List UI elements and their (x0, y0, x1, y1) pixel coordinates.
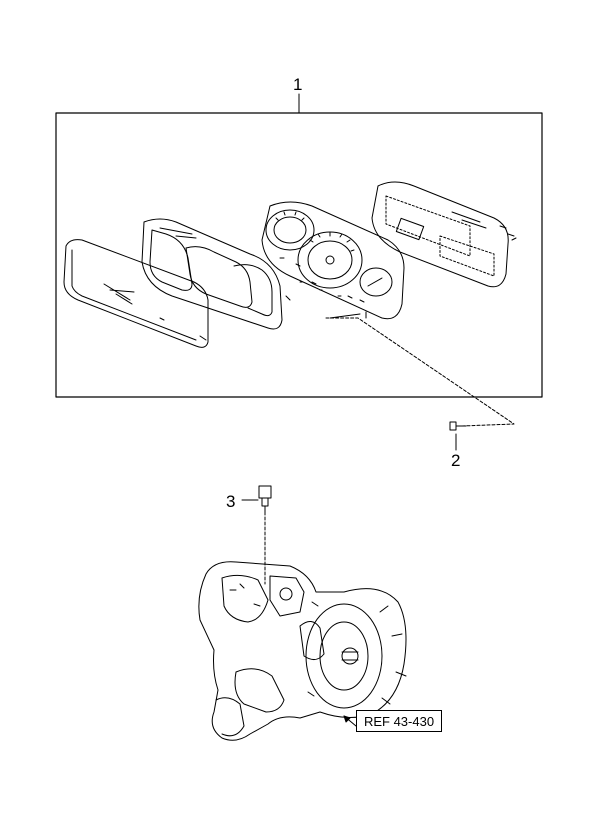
callout-2: 2 (451, 451, 461, 470)
ref-arrow-icon (343, 715, 351, 723)
callout-3: 3 (226, 492, 236, 511)
cluster-dial-face (261, 201, 405, 320)
speed-sensor-part (258, 485, 272, 513)
fuel-gauge (359, 267, 393, 297)
reference-label[interactable]: REF 43-430 (356, 710, 442, 732)
cluster-lens (63, 239, 209, 348)
tachometer-gauge (265, 209, 315, 251)
screw-leader (325, 317, 515, 427)
screw-part (449, 421, 467, 431)
cluster-housing (371, 181, 517, 288)
assembly-frame (55, 112, 543, 398)
callout-1: 1 (293, 75, 303, 94)
cluster-bezel (141, 218, 291, 341)
transaxle-assembly (198, 561, 407, 741)
